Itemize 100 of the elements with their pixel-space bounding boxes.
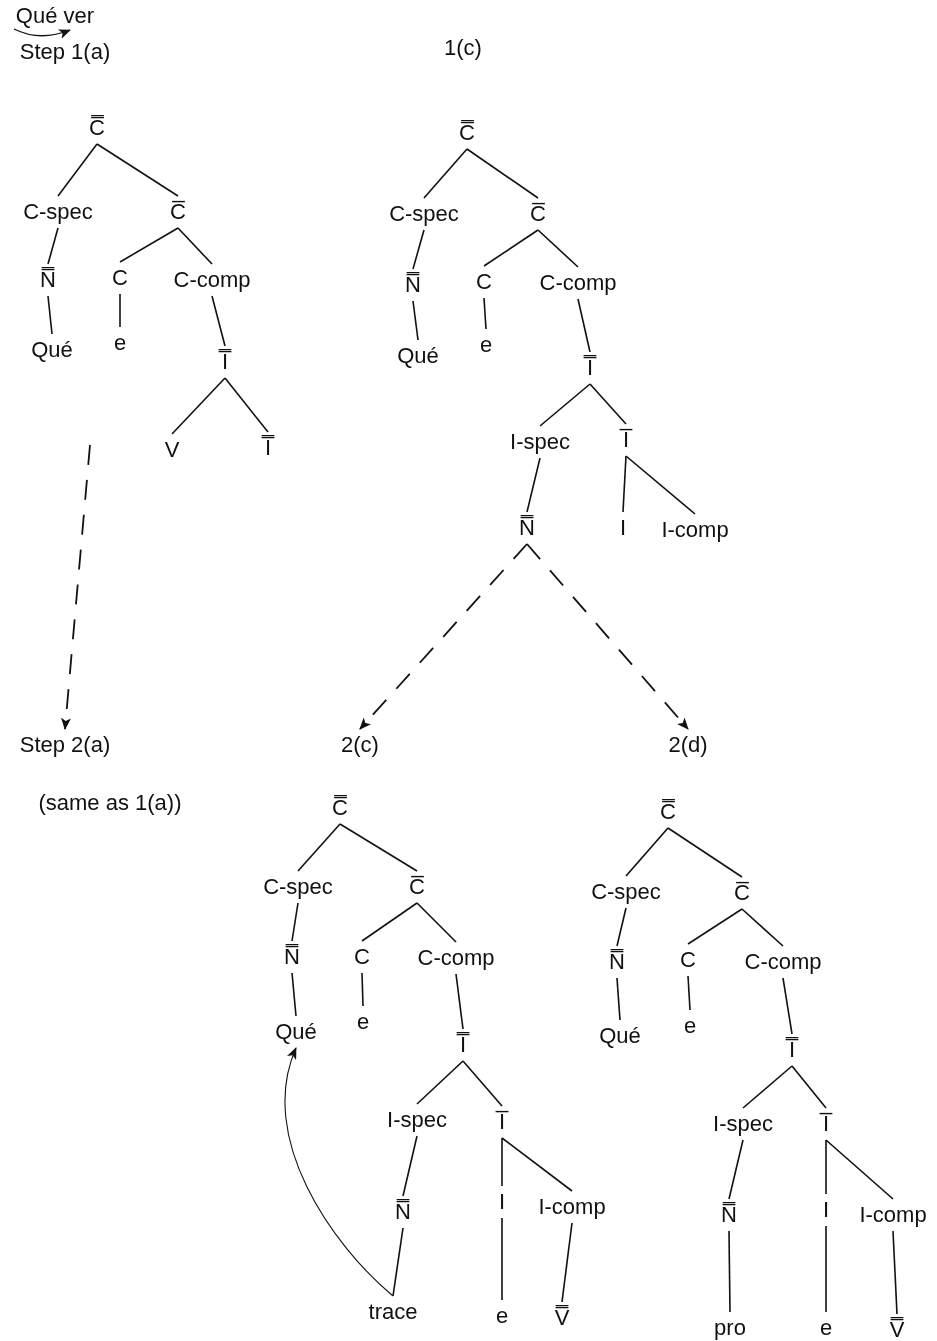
tree-label: V̿: [888, 1314, 906, 1341]
tree-branch: [577, 298, 591, 353]
tree-branch: [177, 227, 213, 265]
tree-label: I̅: [821, 1108, 831, 1140]
tree-branch: [589, 383, 627, 425]
tree-label: I̿: [220, 346, 230, 378]
tree-branch: [361, 972, 364, 1007]
dashed-arrow: [359, 543, 528, 730]
tree-branch: [501, 1217, 503, 1301]
tree-branch: [741, 908, 784, 947]
tree-label: Qué: [396, 340, 440, 372]
tree-branch: [728, 1139, 744, 1200]
tree-label: N̿: [518, 512, 536, 544]
tree-label: e: [478, 329, 494, 361]
tree-label: N̿: [39, 264, 57, 296]
tree-branch: [825, 1139, 894, 1200]
tree-label: C̿: [458, 117, 476, 149]
tree-label: C-spec: [388, 198, 460, 230]
tree-label: e: [494, 1300, 510, 1332]
tree-label: C-comp: [172, 264, 252, 296]
tree-label: C-comp: [538, 267, 618, 299]
tree-branch: [361, 902, 418, 942]
tree-branch: [291, 902, 299, 942]
tree-branch: [339, 823, 418, 872]
tree-branch: [687, 908, 743, 945]
tree-branch: [537, 229, 579, 268]
tree-label: N̿: [404, 269, 422, 301]
tree-branch: [616, 907, 627, 947]
tree-label: e: [355, 1006, 371, 1038]
tree-branch: [622, 455, 627, 513]
tree-branch: [297, 823, 341, 872]
tree-branch: [501, 1137, 503, 1187]
tree-label: C-spec: [262, 871, 334, 903]
tree-label: I̿: [263, 432, 273, 464]
tree-branch: [687, 975, 691, 1011]
tree-label: I̿: [787, 1034, 797, 1066]
tree-label: Step 2(a): [18, 729, 112, 761]
tree-branch: [119, 293, 121, 328]
tree-branch: [47, 295, 53, 335]
tree-branch: [483, 297, 487, 330]
tree-label: C: [111, 262, 129, 294]
tree-branch: [782, 977, 793, 1035]
tree-branch: [466, 148, 539, 199]
tree-label: I̅: [621, 424, 631, 456]
tree-label: Qué: [30, 334, 74, 366]
tree-branch: [119, 227, 179, 263]
tree-label: pro: [713, 1312, 747, 1341]
tree-label: V: [163, 434, 181, 466]
tree-branch: [483, 229, 539, 267]
tree-label: C-comp: [743, 946, 823, 978]
tree-label: N̿: [283, 941, 301, 973]
tree-label: C̿: [659, 796, 677, 828]
tree-label: I-spec: [712, 1108, 774, 1140]
tree-label: I̅: [497, 1106, 507, 1138]
dashed-arrow: [526, 543, 689, 730]
tree-branch: [423, 148, 468, 199]
tree-label: C: [475, 266, 493, 298]
dashed-arrow: [61, 444, 91, 730]
tree-branch: [211, 295, 226, 347]
tree-branch: [402, 1135, 418, 1197]
tree-branch: [47, 227, 59, 265]
tree-branch: [462, 1060, 503, 1107]
tree-label: V̿: [553, 1302, 571, 1334]
tree-branch: [412, 229, 425, 270]
tree-label: e: [818, 1312, 834, 1341]
tree-label: I: [821, 1194, 831, 1226]
tree-label: I-comp: [858, 1199, 928, 1231]
tree-branch: [171, 377, 226, 435]
tree-branch: [416, 1060, 464, 1105]
tree-label: N̿: [720, 1199, 738, 1231]
tree-label: 2(d): [667, 729, 709, 761]
panel-label: (same as 1(a)): [37, 789, 183, 817]
tree-label: I̿: [458, 1029, 468, 1061]
tree-branch: [616, 977, 621, 1021]
tree-label: N̿: [394, 1196, 412, 1228]
tree-branch: [667, 827, 743, 878]
tree-label: C̅: [733, 877, 751, 909]
tree-label: Qué: [274, 1016, 318, 1048]
tree-label: e: [682, 1010, 698, 1042]
tree-branch: [57, 143, 98, 197]
tree-label: I-comp: [537, 1191, 607, 1223]
tree-label: C-comp: [416, 942, 496, 974]
movement-arrow: [284, 1047, 394, 1297]
tree-label: C-spec: [22, 196, 94, 228]
tree-branch: [825, 1225, 827, 1313]
tree-label: I̿: [585, 352, 595, 384]
tree-branch: [96, 143, 179, 197]
panel-label: Step 1(a): [18, 38, 112, 66]
panel-label: Qué ver: [14, 2, 96, 30]
tree-branch: [728, 1230, 731, 1313]
tree-label: I: [618, 512, 628, 544]
tree-branch: [416, 902, 457, 943]
tree-label: C̅: [169, 196, 187, 228]
tree-label: 2(c): [340, 729, 380, 761]
tree-branch: [291, 972, 297, 1017]
tree-branch: [561, 1222, 573, 1303]
tree-branch: [526, 457, 541, 513]
tree-label: N̿: [608, 946, 626, 978]
tree-branch: [892, 1230, 898, 1315]
tree-branch: [392, 1227, 404, 1297]
